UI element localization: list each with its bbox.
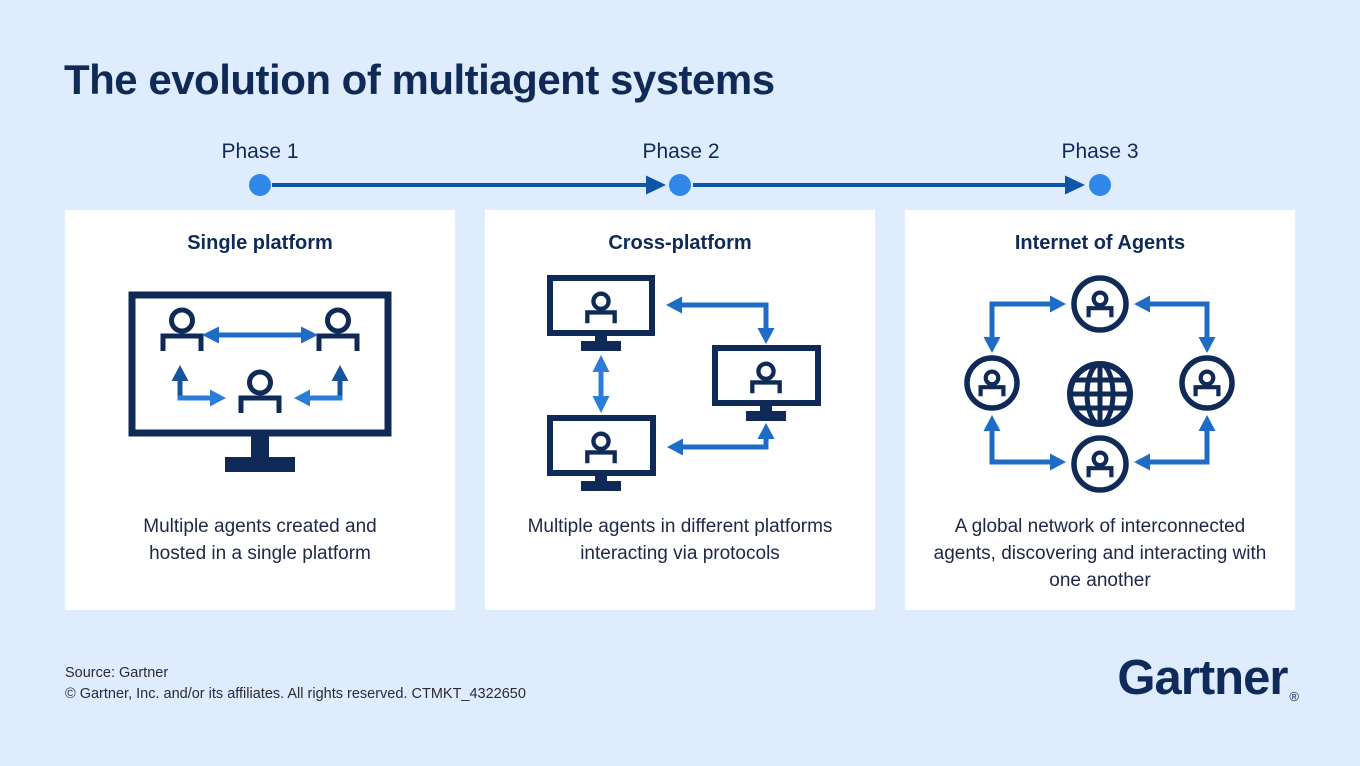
corner-arrow-icon <box>983 295 1066 353</box>
gartner-logo-text: Gartner <box>1117 651 1288 705</box>
cross-platform-illustration <box>547 275 821 491</box>
card-description-cross-platform: Multiple agents in different platforms i… <box>527 516 833 564</box>
monitor-icon <box>547 275 655 351</box>
corner-arrow-icon <box>294 365 349 407</box>
source-line: Source: Gartner <box>65 665 169 681</box>
gartner-logo: Gartner® <box>1117 650 1299 718</box>
corner-arrow-icon <box>1134 415 1216 471</box>
globe-icon <box>1067 361 1133 427</box>
bidirectional-arrow-icon <box>592 355 610 413</box>
phase-2-label: Phase 2 <box>642 140 720 163</box>
card-title-single-platform: Single platform <box>187 232 333 254</box>
phase-1-dot-icon <box>249 174 271 196</box>
registered-trademark-icon: ® <box>1289 689 1299 704</box>
phase-3-dot-icon <box>1089 174 1111 196</box>
corner-arrow-icon <box>667 423 775 456</box>
agent-circle-icon <box>964 355 1020 411</box>
agent-person-icon <box>752 364 779 394</box>
corner-arrow-icon <box>171 365 226 407</box>
agent-circle-icon <box>1071 275 1129 333</box>
phase-timeline <box>249 174 1111 196</box>
copyright-line: © Gartner, Inc. and/or its affiliates. A… <box>65 686 526 702</box>
phase-2-dot-icon <box>669 174 691 196</box>
card-title-cross-platform: Cross-platform <box>608 232 752 254</box>
footer-source-block: Source: Gartner © Gartner, Inc. and/or i… <box>65 663 526 705</box>
agent-person-icon <box>587 294 614 324</box>
monitor-icon <box>712 345 821 421</box>
page-title: The evolution of multiagent systems <box>64 56 775 103</box>
card-description-internet-of-agents: A global network of interconnected agent… <box>933 516 1267 591</box>
bidirectional-arrow-icon <box>202 326 318 344</box>
agent-circle-icon <box>1179 355 1235 411</box>
phase-1-label: Phase 1 <box>221 140 299 163</box>
phase-card-cross-platform: Cross-platform <box>485 210 875 610</box>
corner-arrow-icon <box>1134 295 1216 353</box>
monitor-icon <box>547 415 656 491</box>
corner-arrow-icon <box>983 415 1066 471</box>
card-description-single-platform: Multiple agents created and hosted in a … <box>143 516 377 564</box>
phase-3-label: Phase 3 <box>1061 140 1139 163</box>
corner-arrow-icon <box>666 296 775 344</box>
monitor-icon <box>128 291 392 472</box>
agent-person-icon <box>241 372 279 413</box>
phase-card-single-platform: Single platform <box>65 210 455 610</box>
internet-of-agents-illustration <box>964 275 1235 493</box>
agent-person-icon <box>587 434 614 464</box>
timeline-arrowhead-2-icon <box>1065 175 1085 195</box>
card-title-internet-of-agents: Internet of Agents <box>1014 232 1186 254</box>
timeline-arrowhead-1-icon <box>646 175 666 195</box>
single-platform-illustration <box>128 291 392 472</box>
agent-person-icon <box>163 310 201 351</box>
phase-card-internet-of-agents: Internet of Agents <box>905 210 1295 610</box>
agent-person-icon <box>319 310 357 351</box>
agent-circle-icon <box>1071 435 1129 493</box>
